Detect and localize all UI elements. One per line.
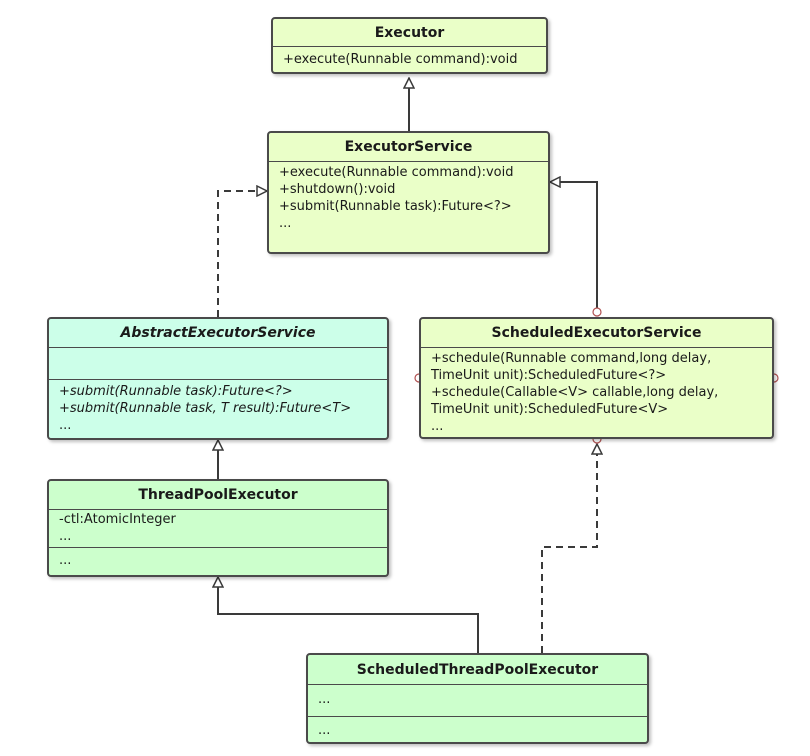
method: +shutdown():void — [279, 182, 396, 197]
method: ... — [431, 419, 444, 434]
attribute: ... — [318, 692, 331, 707]
class-threadpoolexecutor-attributes: -ctl:AtomicInteger ... — [49, 510, 387, 548]
method: +schedule(Runnable command,long delay, — [431, 351, 712, 366]
class-scheduledexecutorservice-name: ScheduledExecutorService — [421, 319, 772, 348]
class-scheduledexecutorservice-methods: +schedule(Runnable command,long delay, T… — [421, 348, 772, 437]
class-scheduledthreadpoolexecutor-attributes: ... — [308, 685, 647, 717]
class-scheduledthreadpoolexecutor-name: ScheduledThreadPoolExecutor — [308, 655, 647, 685]
class-threadpoolexecutor-methods: ... — [49, 548, 387, 571]
class-scheduledthreadpoolexecutor-methods: ... — [308, 717, 647, 741]
edge-scheduledthreadpoolexecutor-scheduledexecutorservice — [541, 444, 597, 653]
class-executorservice-name: ExecutorService — [269, 133, 548, 162]
method: ... — [318, 723, 331, 738]
class-abstractexecutorservice-methods: +submit(Runnable task):Future<?> +submit… — [49, 380, 387, 436]
class-executor[interactable]: Executor +execute(Runnable command):void — [271, 17, 548, 74]
class-executor-methods: +execute(Runnable command):void — [273, 47, 546, 70]
attribute: ... — [59, 529, 72, 544]
class-executor-name: Executor — [273, 19, 546, 47]
class-scheduledthreadpoolexecutor[interactable]: ScheduledThreadPoolExecutor ... ... — [306, 653, 649, 744]
method: +schedule(Callable<V> callable,long dela… — [431, 385, 719, 400]
port-circle — [592, 307, 602, 317]
method: TimeUnit unit):ScheduledFuture<V> — [431, 402, 669, 417]
method: ... — [59, 553, 72, 568]
class-threadpoolexecutor[interactable]: ThreadPoolExecutor -ctl:AtomicInteger ..… — [47, 479, 389, 577]
class-abstractexecutorservice[interactable]: AbstractExecutorService +submit(Runnable… — [47, 317, 389, 440]
method: +execute(Runnable command):void — [283, 52, 518, 67]
class-executorservice[interactable]: ExecutorService +execute(Runnable comman… — [267, 131, 550, 254]
method: ... — [59, 418, 72, 433]
class-abstractexecutorservice-name: AbstractExecutorService — [49, 319, 387, 348]
class-threadpoolexecutor-name: ThreadPoolExecutor — [49, 481, 387, 510]
method: +submit(Runnable task, T result):Future<… — [59, 401, 352, 416]
edge-scheduledthreadpoolexecutor-threadpoolexecutor — [218, 577, 479, 653]
method: +submit(Runnable task):Future<?> — [59, 384, 293, 399]
method: +submit(Runnable task):Future<?> — [279, 199, 512, 214]
class-abstractexecutorservice-attributes — [49, 348, 387, 380]
class-executorservice-methods: +execute(Runnable command):void +shutdow… — [269, 162, 548, 234]
method: TimeUnit unit):ScheduledFuture<?> — [431, 368, 667, 383]
method: ... — [279, 216, 292, 231]
class-scheduledexecutorservice[interactable]: ScheduledExecutorService +schedule(Runna… — [419, 317, 774, 439]
attribute: -ctl:AtomicInteger — [59, 512, 176, 527]
edge-abstractexecutorservice-executorservice — [217, 191, 267, 317]
edge-scheduledexecutorservice-executorservice — [550, 182, 598, 312]
method: +execute(Runnable command):void — [279, 165, 514, 180]
